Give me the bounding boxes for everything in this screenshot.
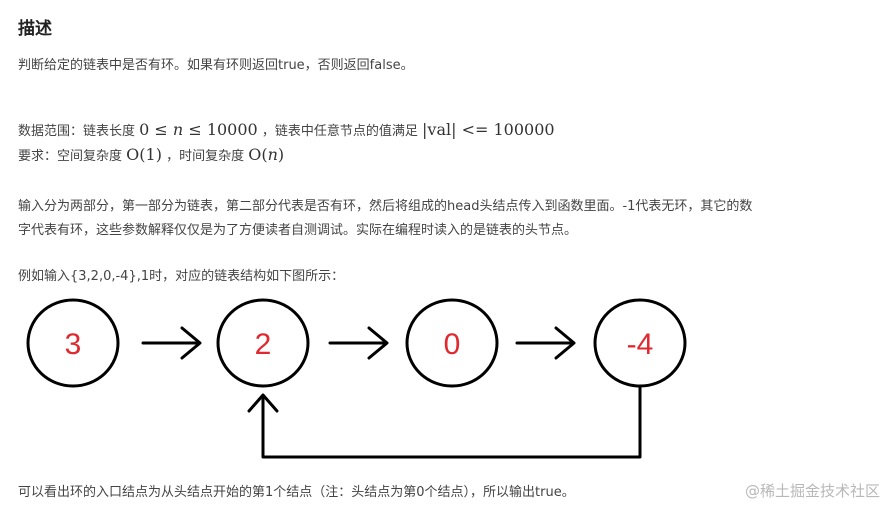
section-heading: 描述 <box>18 19 52 39</box>
arrow-1-2 <box>328 326 389 360</box>
complexity-requirement: 要求：空间复杂度 O(1) ，时间复杂度 O(n) <box>18 145 284 164</box>
node-circles <box>26 298 687 388</box>
problem-statement: 判断给定的链表中是否有环。如果有环则返回true，否则返回false。 <box>18 58 414 73</box>
length-formula: 0 ≤ n ≤ 10000 <box>139 120 258 139</box>
data-range-line: 数据范围：链表长度 0 ≤ n ≤ 10000 ，链表中任意节点的值满足 |va… <box>18 120 555 139</box>
value-formula: |val| <= 100000 <box>422 120 555 139</box>
node-circle-3 <box>593 298 687 388</box>
example-intro: 例如输入{3,2,0,-4},1时，对应的链表结构如下图所示： <box>18 269 345 284</box>
requirement-middle: ，时间复杂度 <box>166 149 245 164</box>
cycle-arrow <box>247 386 642 459</box>
data-range-prefix: 数据范围：链表长度 <box>18 124 136 139</box>
linked-list-diagram: 3 2 0 -4 <box>26 298 687 459</box>
requirement-prefix: 要求：空间复杂度 <box>18 149 123 164</box>
input-description-line-1: 输入分为两部分，第一部分为链表，第二部分代表是否有环，然后将组成的head头结点… <box>18 199 753 214</box>
data-range-middle: ，链表中任意节点的值满足 <box>261 124 418 139</box>
node-circle-0 <box>26 298 120 388</box>
node-value-1: 2 <box>255 328 272 361</box>
node-value-0: 3 <box>65 328 82 361</box>
arrow-2-3 <box>515 326 576 360</box>
node-circle-2 <box>405 298 499 388</box>
input-description-line-2: 字代表有环，这些参数解释仅仅是为了方便读者自测调试。实际在编程时读入的是链表的头… <box>18 223 578 238</box>
watermark: @稀土掘金技术社区 <box>744 482 880 500</box>
conclusion: 可以看出环的入口结点为从头结点开始的第1个结点（注：头结点为第0个结点），所以输… <box>18 485 575 500</box>
node-value-3: -4 <box>627 328 654 361</box>
arrow-0-1 <box>141 326 202 360</box>
time-complexity: O(n) <box>248 145 285 164</box>
node-value-2: 0 <box>444 328 461 361</box>
node-circle-1 <box>216 298 310 388</box>
space-complexity: O(1) <box>126 145 162 164</box>
